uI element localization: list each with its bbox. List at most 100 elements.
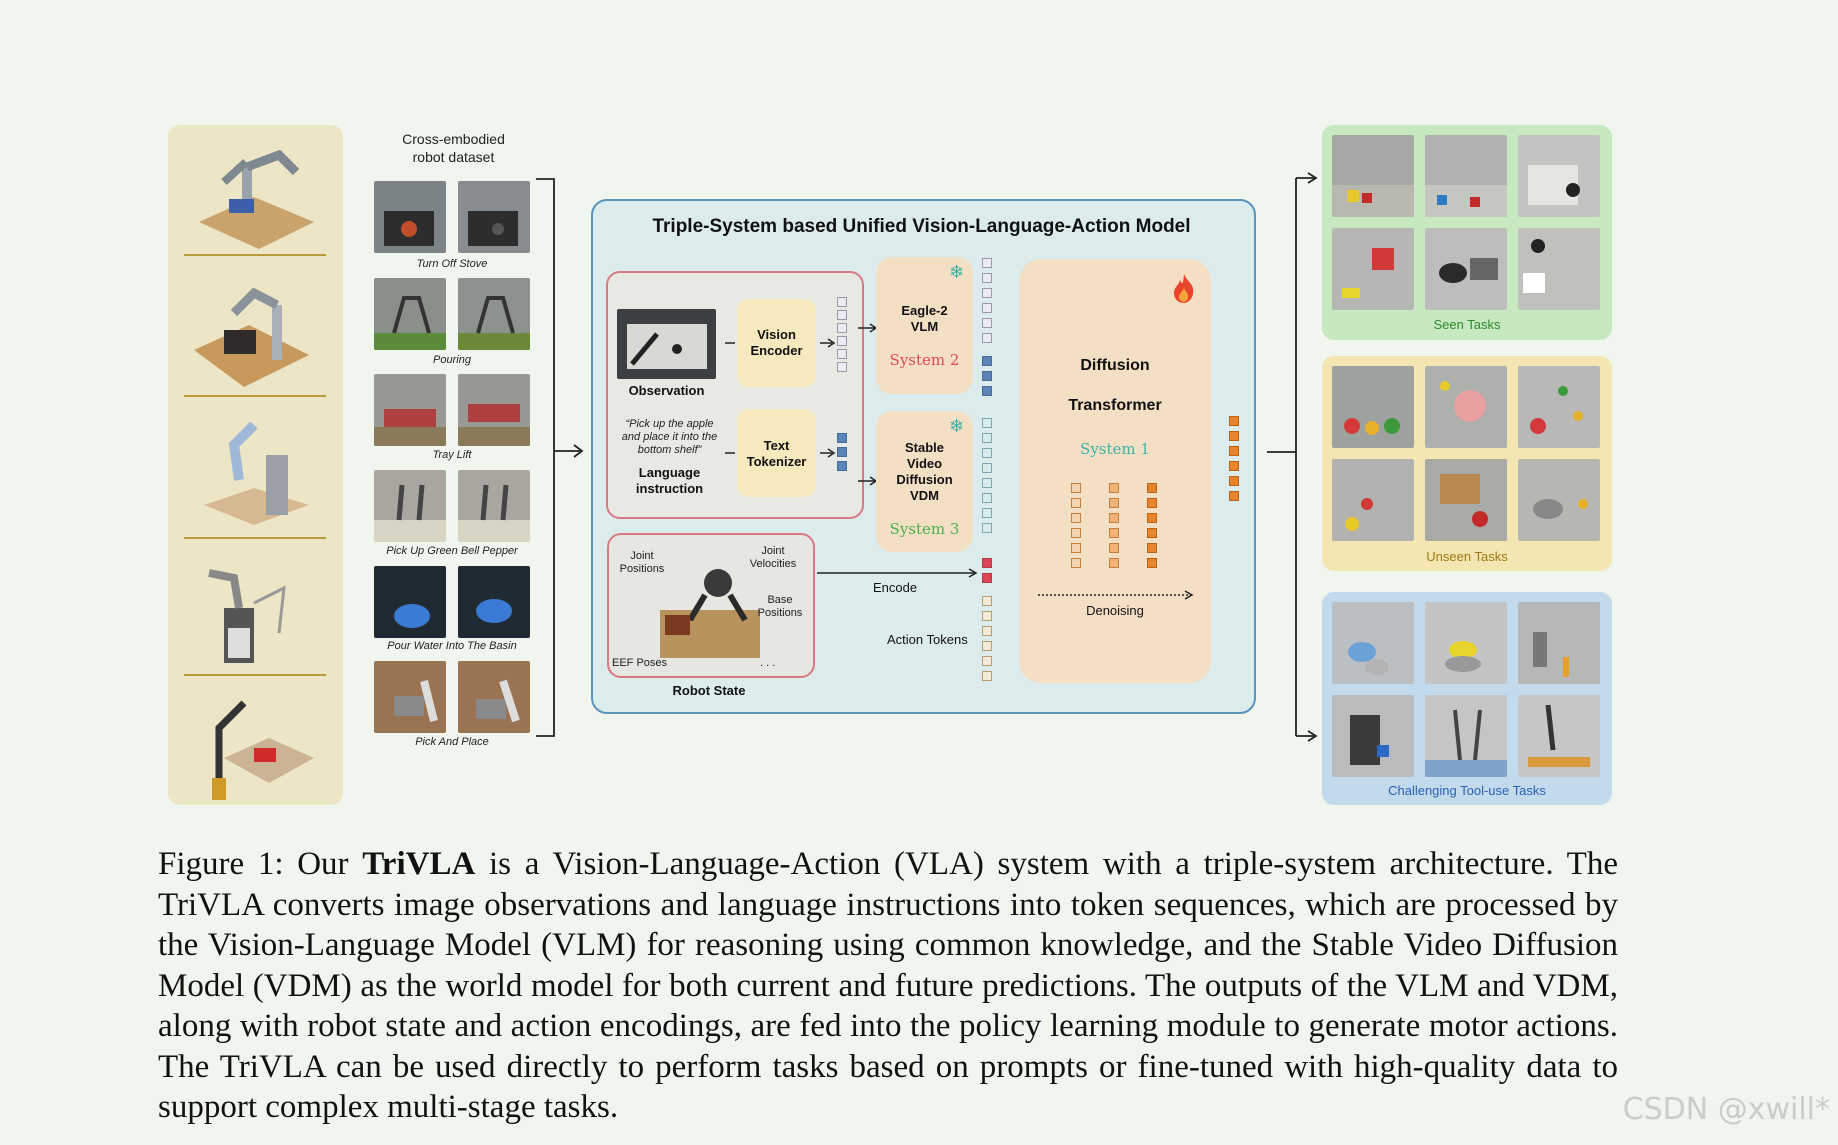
denoising-label: Denoising	[1086, 603, 1144, 618]
task-image	[1332, 228, 1414, 310]
token	[1229, 431, 1239, 441]
dataset-task-caption: Pour Water Into The Basin	[387, 640, 517, 652]
vlm-label: Eagle-2 VLM	[876, 303, 973, 335]
token	[982, 386, 992, 396]
token	[1109, 513, 1119, 523]
token	[1229, 491, 1239, 501]
output-bracket-arrow	[1267, 172, 1318, 742]
task-image	[1518, 695, 1600, 777]
token	[837, 433, 847, 443]
system2-label: System 2	[889, 351, 960, 369]
vision-encoder-box	[737, 299, 816, 387]
snowflake-icon: ❄	[949, 262, 965, 282]
robot-arm-image-5	[184, 688, 326, 808]
system3-label: System 3	[889, 520, 960, 538]
denoising-arrow	[1038, 590, 1194, 600]
language-instruction-label: Language instruction	[612, 465, 727, 497]
joint-velocities-line: Velocities	[749, 558, 797, 570]
token	[982, 558, 992, 568]
dataset-image	[374, 470, 446, 542]
challenging-tasks-label: Challenging Tool-use Tasks	[1388, 783, 1546, 798]
transformer-label: Transformer	[1068, 397, 1162, 414]
robot-state-image	[650, 555, 770, 658]
token	[1071, 513, 1081, 523]
vdm-label-line: VDM	[910, 488, 939, 503]
task-image	[1332, 602, 1414, 684]
token	[837, 447, 847, 457]
token	[982, 303, 992, 313]
token	[837, 297, 847, 307]
diffusion-label: Diffusion	[1080, 357, 1150, 374]
unseen-tasks-panel: Unseen Tasks	[1322, 356, 1612, 571]
token	[1109, 558, 1119, 568]
dataset-image	[374, 278, 446, 350]
dataset-title-line: Cross-embodied	[402, 131, 505, 147]
divider	[184, 254, 326, 256]
text-tokenizer-label: Text Tokenizer	[737, 438, 816, 470]
divider	[184, 674, 326, 676]
text-tokenizer-box	[737, 409, 816, 497]
dataset-title-line: robot dataset	[412, 149, 495, 165]
task-image	[1332, 366, 1414, 448]
task-image	[1425, 695, 1507, 777]
dataset-image	[374, 181, 446, 253]
divider	[184, 395, 326, 397]
token	[837, 310, 847, 320]
ellipsis: . . .	[760, 657, 776, 669]
token	[1071, 483, 1081, 493]
token	[1147, 498, 1157, 508]
dataset-task-caption: Pick And Place	[415, 736, 489, 748]
dataset-task-caption: Pick Up Green Bell Pepper	[386, 545, 518, 557]
token	[982, 641, 992, 651]
token	[1229, 461, 1239, 471]
seen-tasks-panel: Seen Tasks	[1322, 125, 1612, 340]
token	[982, 508, 992, 518]
token	[982, 273, 992, 283]
instruction-line: “Pick up the apple	[625, 418, 714, 430]
task-image	[1425, 228, 1507, 310]
token	[982, 258, 992, 268]
token	[982, 356, 992, 366]
task-image	[1425, 459, 1507, 541]
dataset-image	[458, 278, 530, 350]
dataset-image	[458, 374, 530, 446]
system1-label: System 1	[1080, 440, 1150, 458]
dataset-title: Cross-embodied robot dataset	[376, 130, 531, 166]
figure-caption: Figure 1: Our TriVLA is a Vision-Languag…	[158, 844, 1618, 1128]
robot-embodiments-panel	[168, 125, 343, 805]
token	[982, 333, 992, 343]
encode-label: Encode	[873, 580, 918, 595]
encode-arrow	[817, 568, 978, 578]
watermark: CSDN @xwill*	[1622, 1092, 1830, 1127]
robot-arm-image-4	[184, 553, 326, 673]
token	[1147, 528, 1157, 538]
vdm-label: Stable Video Diffusion VDM	[876, 440, 973, 504]
token	[1071, 528, 1081, 538]
vision-encoder-line: Encoder	[750, 343, 803, 358]
unseen-tasks-label: Unseen Tasks	[1426, 549, 1508, 564]
task-image	[1332, 459, 1414, 541]
token	[982, 573, 992, 583]
token	[837, 349, 847, 359]
token	[982, 523, 992, 533]
dataset-task-caption: Tray Lift	[432, 449, 472, 461]
task-image	[1332, 695, 1414, 777]
instruction-text: “Pick up the apple and place it into the…	[612, 418, 727, 457]
token	[982, 611, 992, 621]
base-positions-label: Base Positions	[750, 594, 810, 620]
seen-tasks-label: Seen Tasks	[1433, 317, 1501, 332]
dataset-image-grid: Turn Off Stove Pouring Tray Lift Pick Up…	[374, 181, 534, 751]
task-image	[1518, 602, 1600, 684]
text-tokenizer-line: Tokenizer	[746, 454, 807, 469]
token	[1229, 476, 1239, 486]
token	[982, 318, 992, 328]
caption-bold-name: TriVLA	[362, 846, 476, 882]
vlm-label-line: VLM	[910, 319, 939, 334]
token	[982, 463, 992, 473]
language-label-line: instruction	[635, 481, 704, 496]
observation-label: Observation	[628, 383, 705, 398]
robot-arm-image-2	[184, 275, 326, 395]
token	[1147, 483, 1157, 493]
token	[837, 336, 847, 346]
joint-positions-line: Positions	[619, 563, 665, 575]
